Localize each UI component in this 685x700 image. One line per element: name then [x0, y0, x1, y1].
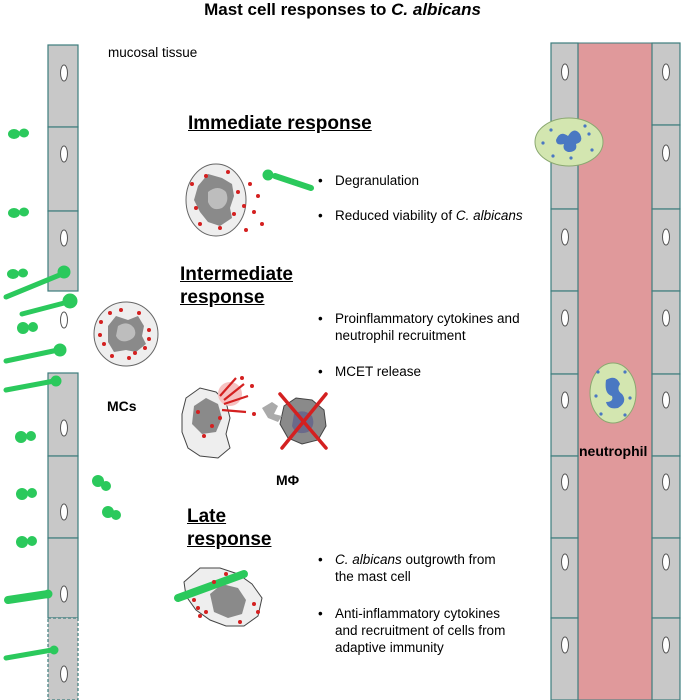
intermediate-bullet-2: MCET release	[318, 363, 421, 380]
mucosal-tissue-label: mucosal tissue	[108, 45, 198, 60]
vessel-wall-left	[550, 42, 579, 700]
figure-title: Mast cell responses to C. albicans	[204, 0, 481, 19]
left-epithelium-nuclei	[60, 64, 68, 683]
neutrophil-top-icon	[534, 117, 604, 167]
macrophage-label: MΦ	[276, 472, 300, 488]
neutrophil-label: neutrophil	[579, 443, 648, 459]
immediate-bullet-1: Degranulation	[318, 172, 419, 189]
intermediate-bullet-1: Proinflammatory cytokines andneutrophil …	[318, 310, 520, 344]
left-epithelium	[47, 44, 79, 700]
mast-cell-icon	[93, 301, 159, 367]
inhibited-cross-icon	[278, 392, 328, 450]
vessel-wall-nuclei	[561, 63, 670, 654]
mast-cells-label: MCs	[107, 398, 137, 414]
candida-yeast-icons	[7, 128, 121, 548]
immediate-bullet-2: Reduced viability of C. albicans	[318, 207, 523, 224]
neutrophil-vessel-icon	[589, 362, 637, 424]
late-mast-cell-icon	[174, 567, 263, 627]
degranulating-mast-cell-icon	[185, 163, 264, 237]
candida-hyphae-icons	[3, 169, 314, 661]
vessel-wall-right	[651, 42, 681, 700]
mcet-releasing-mast-cell-icon	[181, 376, 256, 459]
immediate-heading: Immediate response	[188, 113, 372, 134]
